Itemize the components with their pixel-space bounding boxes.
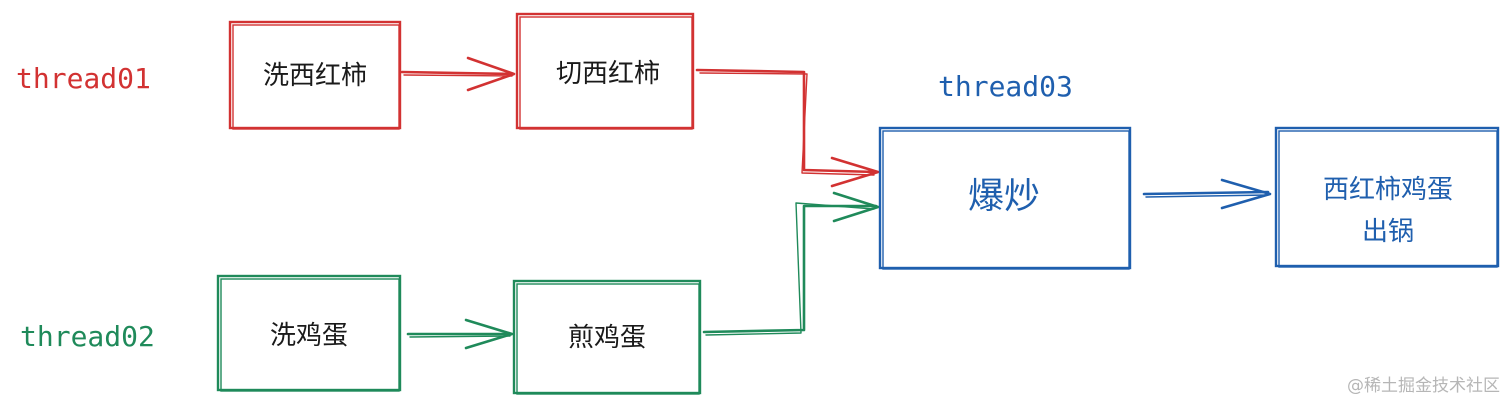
- box-serve-text-line1: 西红柿鸡蛋: [1323, 175, 1453, 205]
- box-fry-egg-text: 煎鸡蛋: [568, 323, 646, 353]
- box-wash-tomato: [228, 20, 402, 130]
- box-serve-text-line2: 出锅: [1362, 217, 1414, 247]
- box-wash-tomato-text: 洗西红柿: [263, 61, 367, 91]
- box-wash-egg: [216, 274, 402, 392]
- arrow-stir-fry-to-serve: [1142, 178, 1272, 210]
- arrow-wash-to-cut-tomato: [400, 56, 516, 92]
- thread01-label: thread01: [16, 62, 151, 95]
- box-wash-egg-text: 洗鸡蛋: [270, 321, 348, 351]
- box-stir-fry-text: 爆炒: [968, 176, 1040, 217]
- box-serve: [1274, 126, 1500, 268]
- arrow-wash-to-fry-egg: [406, 318, 514, 350]
- box-fry-egg: [512, 279, 702, 395]
- arrow-fry-egg-to-stir-fry: [702, 191, 880, 336]
- thread02-label: thread02: [20, 320, 155, 353]
- arrow-cut-tomato-to-stir-fry: [695, 68, 880, 188]
- box-stir-fry: [878, 126, 1132, 270]
- box-cut-tomato-text: 切西红柿: [556, 59, 660, 89]
- thread03-label: thread03: [938, 70, 1073, 103]
- watermark: @稀土掘金技术社区: [1347, 376, 1500, 396]
- box-cut-tomato: [515, 12, 695, 130]
